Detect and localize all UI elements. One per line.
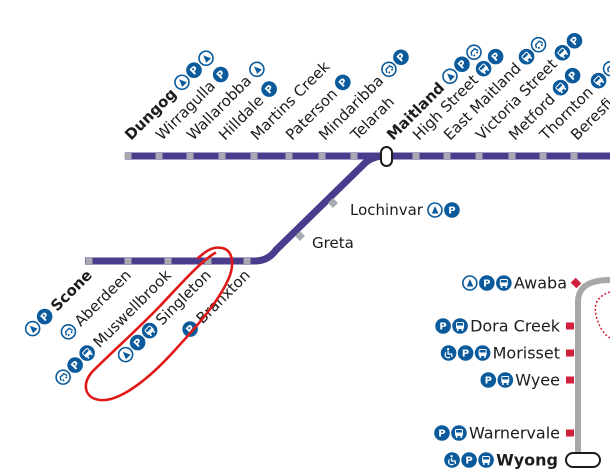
bus-icon bbox=[497, 372, 514, 388]
wheelchair-icon bbox=[444, 452, 460, 468]
parking-icon: P bbox=[480, 372, 497, 388]
svg-text:P: P bbox=[448, 206, 455, 217]
station-label-lochinvar[interactable]: Lochinvar bbox=[350, 201, 424, 219]
bus-icon bbox=[141, 322, 158, 339]
parking-icon: P bbox=[454, 56, 470, 73]
stop-marker[interactable] bbox=[124, 258, 132, 264]
stop-marker[interactable] bbox=[155, 153, 163, 159]
parking-icon: P bbox=[461, 452, 477, 468]
accessible-icon bbox=[442, 68, 458, 85]
parking-icon: P bbox=[566, 32, 583, 49]
station-label-warnervale[interactable]: Warnervale bbox=[469, 424, 560, 443]
stop-marker[interactable] bbox=[508, 153, 516, 159]
svg-text:P: P bbox=[439, 322, 446, 333]
parking-icon: P bbox=[186, 62, 202, 79]
stop-marker[interactable] bbox=[566, 322, 574, 330]
parking-icon: P bbox=[487, 48, 504, 65]
stop-marker[interactable] bbox=[539, 153, 547, 159]
parking-icon: P bbox=[479, 275, 495, 291]
bus-icon bbox=[590, 72, 607, 89]
bus-icon bbox=[451, 425, 467, 441]
bus-icon bbox=[452, 318, 468, 334]
parking-icon: P bbox=[564, 67, 581, 84]
accessible-icon bbox=[117, 346, 134, 363]
stop-marker[interactable] bbox=[566, 429, 574, 437]
parking-icon: P bbox=[212, 66, 229, 83]
parking-icon: P bbox=[434, 425, 450, 441]
stop-marker[interactable] bbox=[566, 376, 574, 384]
stop-marker[interactable] bbox=[350, 153, 358, 159]
station-label-awaba[interactable]: Awaba bbox=[514, 274, 567, 293]
parking-icon: P bbox=[435, 318, 451, 334]
central-coast-line bbox=[569, 277, 610, 463]
stop-marker[interactable] bbox=[243, 258, 251, 264]
station-label-morisset[interactable]: Morisset bbox=[493, 344, 560, 363]
svg-text:P: P bbox=[462, 349, 469, 360]
accessible-icon bbox=[427, 202, 443, 218]
taxi-icon bbox=[530, 36, 547, 53]
bus-icon bbox=[478, 452, 494, 468]
stop-marker[interactable] bbox=[250, 153, 258, 159]
parking-icon: P bbox=[457, 345, 474, 361]
stop-marker[interactable] bbox=[204, 258, 212, 264]
lake-outline bbox=[594, 291, 610, 339]
parking-icon: P bbox=[129, 334, 146, 351]
bus-icon bbox=[552, 79, 569, 96]
stop-marker[interactable] bbox=[285, 153, 293, 159]
interchange-wyong[interactable] bbox=[565, 452, 601, 468]
stop-marker[interactable] bbox=[443, 153, 451, 159]
bus-icon bbox=[554, 44, 571, 61]
parking-icon: P bbox=[36, 308, 53, 325]
bus-icon bbox=[475, 60, 492, 77]
stop-marker[interactable] bbox=[566, 349, 574, 357]
accessible-icon bbox=[249, 61, 265, 78]
taxi-icon bbox=[60, 323, 77, 340]
stop-marker[interactable] bbox=[328, 198, 338, 208]
station-label-wyong[interactable]: Wyong bbox=[496, 451, 558, 470]
bus-icon bbox=[518, 48, 535, 65]
taxi-icon bbox=[55, 369, 71, 385]
taxi-icon bbox=[381, 61, 397, 78]
taxi-icon bbox=[466, 44, 482, 61]
stop-marker[interactable] bbox=[218, 153, 226, 159]
bus-icon bbox=[79, 345, 95, 361]
station-label-wyee[interactable]: Wyee bbox=[515, 371, 560, 390]
svg-text:P: P bbox=[438, 429, 445, 440]
accessible-icon bbox=[174, 74, 190, 91]
bus-icon bbox=[496, 275, 512, 291]
parking-icon: P bbox=[335, 74, 351, 91]
accessible-icon bbox=[462, 275, 478, 291]
stop-marker[interactable] bbox=[570, 153, 578, 159]
wheelchair-icon bbox=[440, 345, 457, 361]
station-label-greta[interactable]: Greta bbox=[312, 234, 354, 252]
accessible-icon bbox=[24, 320, 41, 337]
hand-drawn-annotation bbox=[84, 246, 234, 402]
stop-marker[interactable] bbox=[570, 277, 582, 289]
stop-marker[interactable] bbox=[475, 153, 483, 159]
stop-marker[interactable] bbox=[85, 258, 93, 264]
bus-icon bbox=[474, 345, 491, 361]
svg-text:P: P bbox=[465, 456, 472, 467]
parking-icon: P bbox=[67, 357, 83, 373]
svg-text:P: P bbox=[483, 279, 490, 290]
stop-marker[interactable] bbox=[412, 153, 420, 159]
station-label-dora-creek[interactable]: Dora Creek bbox=[470, 317, 561, 336]
parking-icon: P bbox=[393, 49, 409, 66]
stop-marker[interactable] bbox=[318, 153, 326, 159]
stop-marker[interactable] bbox=[295, 231, 305, 241]
parking-icon: P bbox=[182, 321, 198, 337]
stop-marker[interactable] bbox=[124, 153, 132, 159]
parking-icon: P bbox=[261, 81, 277, 97]
svg-text:P: P bbox=[485, 376, 492, 387]
stop-marker[interactable] bbox=[164, 258, 172, 264]
stop-marker[interactable] bbox=[186, 153, 194, 159]
parking-icon: P bbox=[444, 202, 460, 218]
interchange-maitland[interactable] bbox=[380, 146, 393, 167]
hunter-line-branch bbox=[85, 152, 385, 265]
accessible-icon bbox=[198, 50, 214, 67]
